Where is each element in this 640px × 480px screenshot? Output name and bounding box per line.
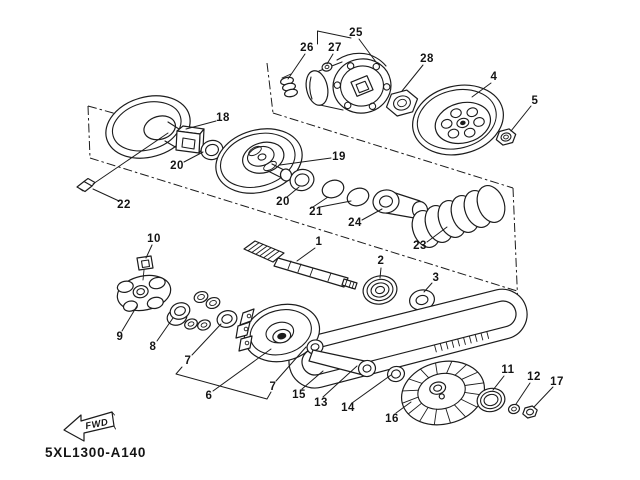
leader-lines (92, 30, 554, 414)
callout-19: 19 (332, 151, 346, 163)
washer-12 (507, 403, 521, 415)
callout-17: 17 (550, 376, 564, 388)
callout-20a: 20 (170, 160, 184, 172)
callout-3: 3 (433, 272, 440, 284)
callout-7b: 7 (270, 381, 277, 393)
clutch-housing (412, 84, 504, 156)
secondary-sheave (215, 128, 303, 194)
v-belt (288, 288, 528, 389)
spring-seat-collar (372, 189, 429, 220)
hex-nut-28 (385, 89, 419, 117)
hex-nut-5 (495, 128, 517, 146)
pin-set-21 (321, 179, 370, 207)
callout-15: 15 (292, 389, 306, 401)
primary-sliding-sheave (235, 303, 321, 363)
callout-13: 13 (314, 397, 328, 409)
fwd-arrow: FWD (63, 411, 116, 442)
oil-seal-20b (289, 168, 315, 192)
callout-9: 9 (117, 331, 124, 343)
spacer-boss (308, 349, 377, 378)
callout-8: 8 (150, 341, 157, 353)
weight-set (166, 302, 211, 331)
callout-21: 21 (309, 206, 323, 218)
callout-14: 14 (341, 402, 355, 414)
callout-5: 5 (532, 95, 539, 107)
callout-11: 11 (501, 364, 514, 376)
callout-2: 2 (378, 255, 385, 267)
callout-25: 25 (349, 27, 363, 39)
callout-18: 18 (216, 112, 230, 124)
callout-1: 1 (316, 236, 323, 248)
callout-6: 6 (206, 390, 213, 402)
axis-plane-lines (87, 62, 520, 333)
callout-22: 22 (117, 199, 131, 211)
fan-sheave (400, 360, 486, 426)
callout-23: 23 (413, 240, 427, 252)
primary-fixed-sheave (105, 95, 205, 159)
oil-seal-11 (476, 387, 506, 413)
callout-16: 16 (385, 413, 399, 425)
ramp-plate (116, 274, 172, 312)
belt-teeth (434, 331, 490, 353)
ring-14 (386, 365, 406, 383)
bolt-22 (76, 177, 96, 193)
spline-boss-face (175, 130, 201, 154)
clip-spring-26 (279, 73, 299, 98)
main-shaft (243, 240, 358, 290)
callout-28: 28 (420, 53, 434, 65)
hex-nut-17 (522, 405, 538, 419)
callout-26: 26 (300, 42, 314, 54)
washer-27 (321, 62, 333, 72)
bearing-2 (362, 275, 398, 305)
callout-27: 27 (328, 42, 342, 54)
callout-4: 4 (491, 71, 498, 83)
callout-20b: 20 (276, 196, 290, 208)
clutch-carrier-assembly (305, 52, 392, 114)
callout-24: 24 (348, 217, 362, 229)
callout-12: 12 (527, 371, 541, 383)
roller-set (193, 290, 238, 328)
diagram-code: 5XL1300-A140 (45, 445, 146, 460)
callout-10: 10 (147, 233, 161, 245)
callout-7a: 7 (185, 355, 192, 367)
fwd-arrow-label: FWD (84, 417, 109, 432)
